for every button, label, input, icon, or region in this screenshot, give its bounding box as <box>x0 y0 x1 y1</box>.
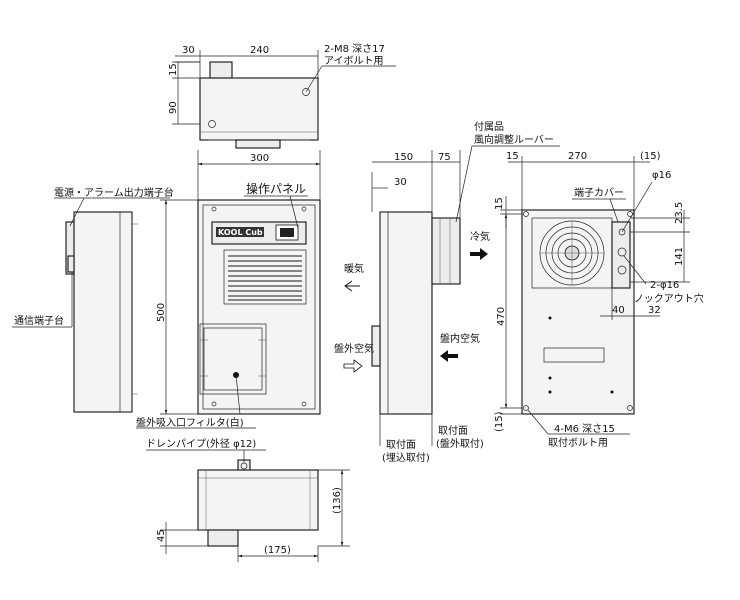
top-view-body <box>199 77 319 141</box>
bolt-note-1: 2-M8 深さ17 <box>324 43 385 55</box>
dim-side-75: 75 <box>438 152 451 163</box>
rear-nameplate <box>543 347 605 363</box>
dim-470: 470 <box>496 307 507 326</box>
dim-side-30: 30 <box>394 177 407 188</box>
dim-front-300: 300 <box>250 153 269 164</box>
top-view-lower-boss <box>235 139 281 149</box>
bottom-view-body <box>197 469 319 531</box>
mount-bolt-hole <box>627 405 633 411</box>
left-side-view: 電源・アラーム出力端子台 通信端子台 <box>12 186 174 413</box>
dim-rear-15-paren: (15) <box>640 151 661 162</box>
louver-label-2: 風向調整ルーバー <box>474 133 554 146</box>
dim-phi16: φ16 <box>652 170 671 181</box>
exhaust-grille <box>223 249 307 305</box>
comm-terminal-label: 通信端子台 <box>14 314 64 327</box>
power-terminal-label: 電源・アラーム出力端子台 <box>54 186 174 199</box>
intake-filter <box>199 323 267 395</box>
mount-ext-2: (盤外取付) <box>436 437 484 450</box>
bolt-label-1: 4-M6 深さ15 <box>554 423 615 435</box>
bolt-note-2: アイボルト用 <box>324 55 384 67</box>
mount-ext-1: 取付面 <box>438 424 468 437</box>
knockout-label-2: ノックアウト穴 <box>634 292 704 305</box>
dim-top-15: 15 <box>168 63 179 76</box>
logo-text: KOOL Cub <box>218 228 263 237</box>
eyebolt-hole <box>208 120 216 128</box>
front-view: KOOL Cub <box>136 150 321 429</box>
dim-top-90: 90 <box>168 101 179 114</box>
cold-air-arrow <box>470 248 488 260</box>
dim-side-150: 150 <box>394 152 413 163</box>
dim-175: (175) <box>264 545 291 556</box>
dim-top-30: 30 <box>182 45 195 56</box>
dim-top-240: 240 <box>250 45 269 56</box>
right-side-body <box>379 211 433 415</box>
dim-rear-side-15: 15 <box>494 197 505 210</box>
louver <box>431 217 461 285</box>
filter-label: 盤外吸入口フィルタ(白) <box>136 416 244 429</box>
top-view: 30 240 15 90 2-M8 深さ17 アイボルト用 <box>168 43 396 149</box>
drain-label: ドレンパイプ(外径 φ12) <box>146 437 256 450</box>
dim-rear-15: 15 <box>506 151 519 162</box>
terminal-cover <box>611 221 631 289</box>
bottom-view: ドレンパイプ(外径 φ12) (136) 45 (175) <box>146 437 350 562</box>
knockout-hole <box>617 265 627 275</box>
right-side-view: 150 75 30 付属品 風向調整ルーバー 暖気 冷気 盤外空気 盤内空気 取… <box>334 120 560 464</box>
eyebolt-hole <box>302 88 310 96</box>
mount-bolt-hole <box>523 211 529 217</box>
dim-rear-270: 270 <box>568 151 587 162</box>
inside-air-arrow <box>440 350 458 362</box>
top-view-eyebolt-boss <box>209 61 233 79</box>
warm-air-label: 暖気 <box>344 262 364 275</box>
dim-rear-15-bottom: (15) <box>494 411 505 432</box>
bolt-label-2: 取付ボルト用 <box>548 436 608 449</box>
outside-air-label: 盤外空気 <box>334 342 374 355</box>
dim-40: 40 <box>612 305 625 316</box>
mount-bolt-hole <box>523 405 529 411</box>
inside-air-label: 盤内空気 <box>440 332 480 345</box>
dim-45: 45 <box>156 529 167 542</box>
dim-front-500: 500 <box>156 303 167 322</box>
panel-label: 操作パネル <box>246 181 306 196</box>
cold-air-label: 冷気 <box>470 230 490 243</box>
dim-141: 141 <box>674 247 685 266</box>
side-mount-flange <box>371 325 381 367</box>
mount-embed-2: (埋込取付) <box>382 451 430 464</box>
knockout-hole <box>617 247 627 257</box>
dim-32: 32 <box>648 305 661 316</box>
mount-embed-1: 取付面 <box>386 438 416 451</box>
panel-screen <box>280 228 294 237</box>
outside-air-arrow <box>343 359 363 373</box>
warm-air-arrow <box>344 280 360 292</box>
logo-plate <box>216 227 264 237</box>
bottom-view-flange <box>207 529 239 547</box>
knockout-label-1: 2-φ16 <box>650 280 679 291</box>
terminal-cover-label: 端子カバー <box>574 186 624 199</box>
rear-view: 15 270 (15) φ16 端子カバー 15 23.5 141 2-φ16 … <box>494 151 704 449</box>
power-terminal-block <box>65 221 75 275</box>
louver-label-1: 付属品 <box>474 120 504 133</box>
dim-136: (136) <box>332 487 343 514</box>
dim-23-5: 23.5 <box>674 202 685 224</box>
left-side-body <box>73 211 133 413</box>
